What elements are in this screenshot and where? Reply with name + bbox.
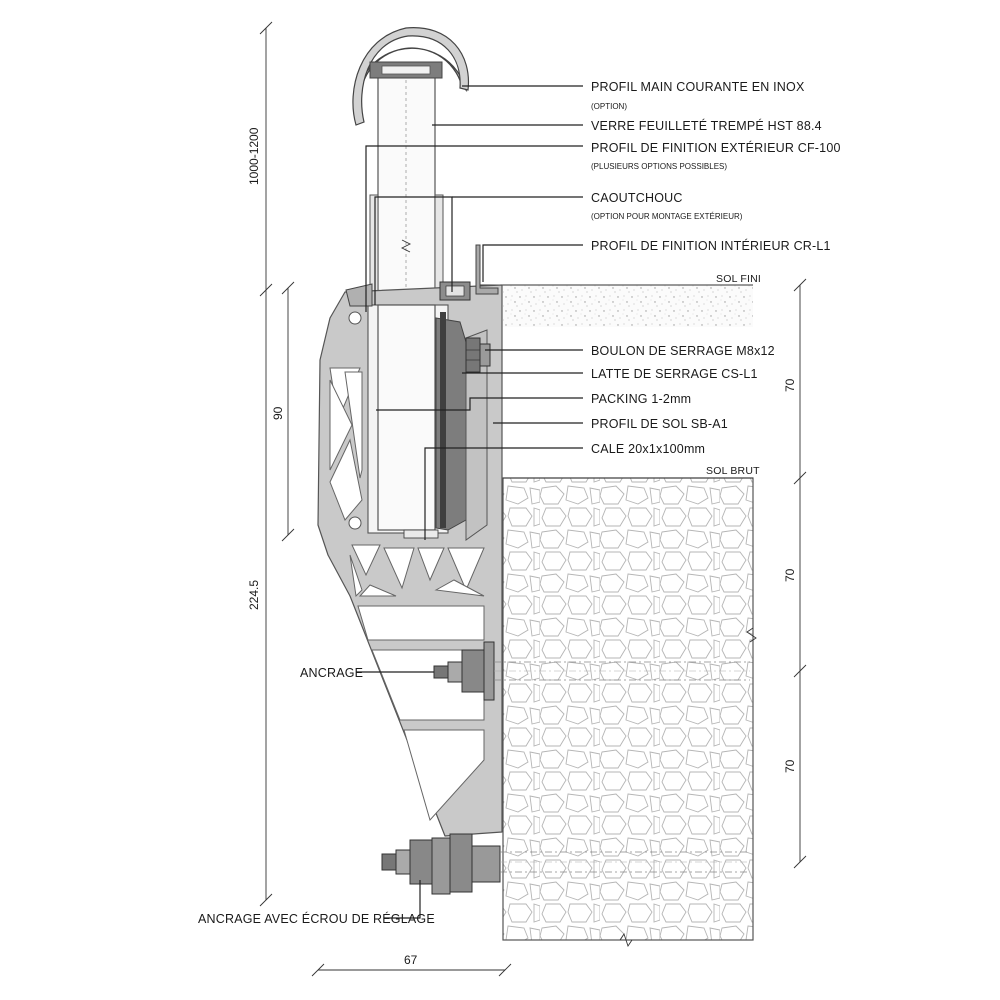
- label-packing: PACKING 1-2mm: [591, 392, 691, 406]
- dim-total-height: 224.5: [247, 580, 261, 610]
- anchor-bolt-adjustable: [381, 833, 750, 895]
- label-ext-finish-note: (PLUSIEURS OPTIONS POSSIBLES): [591, 162, 727, 171]
- label-handrail-note: (OPTION): [591, 102, 627, 111]
- dim-spacing-2: 70: [783, 568, 797, 582]
- label-int-finish: PROFIL DE FINITION INTÉRIEUR CR-L1: [591, 238, 831, 253]
- dim-spacing-1: 70: [783, 378, 797, 392]
- label-shim: CALE 20x1x100mm: [591, 442, 705, 456]
- break-mark-bottom: [619, 932, 633, 948]
- concrete-slab: [502, 477, 754, 941]
- clamping-bolt-m8x12: [465, 337, 491, 373]
- label-rubber-note: (OPTION POUR MONTAGE EXTÉRIEUR): [591, 212, 743, 221]
- label-handrail: PROFIL MAIN COURANTE EN INOX: [591, 80, 805, 94]
- break-mark-right: [746, 627, 757, 643]
- label-bolt: BOULON DE SERRAGE M8x12: [591, 344, 775, 358]
- anchor-bolt-upper: [433, 641, 750, 701]
- label-floor-profile: PROFIL DE SOL SB-A1: [591, 417, 728, 431]
- glass-break-mark: [400, 239, 412, 253]
- label-sol-fini: SOL FINI: [716, 273, 761, 285]
- label-ext-finish: PROFIL DE FINITION EXTÉRIEUR CF-100: [591, 140, 841, 155]
- label-rubber: CAOUTCHOUC: [591, 191, 683, 205]
- label-sol-brut: SOL BRUT: [706, 465, 760, 477]
- dim-width: 67: [404, 953, 418, 967]
- finished-floor-screed: [503, 285, 753, 327]
- label-clamp-lath: LATTE DE SERRAGE CS-L1: [591, 367, 758, 381]
- dim-height-range: 1000-1200: [247, 127, 261, 185]
- dim-spacing-3: 70: [783, 759, 797, 773]
- interior-finish-profile: [475, 244, 499, 295]
- label-glass: VERRE FEUILLETÉ TREMPÉ HST 88.4: [591, 118, 822, 133]
- dim-clamp-depth: 90: [271, 406, 285, 420]
- label-anchor: ANCRAGE: [300, 666, 363, 680]
- label-anchor-adjust: ANCRAGE AVEC ÉCROU DE RÉGLAGE: [198, 911, 435, 926]
